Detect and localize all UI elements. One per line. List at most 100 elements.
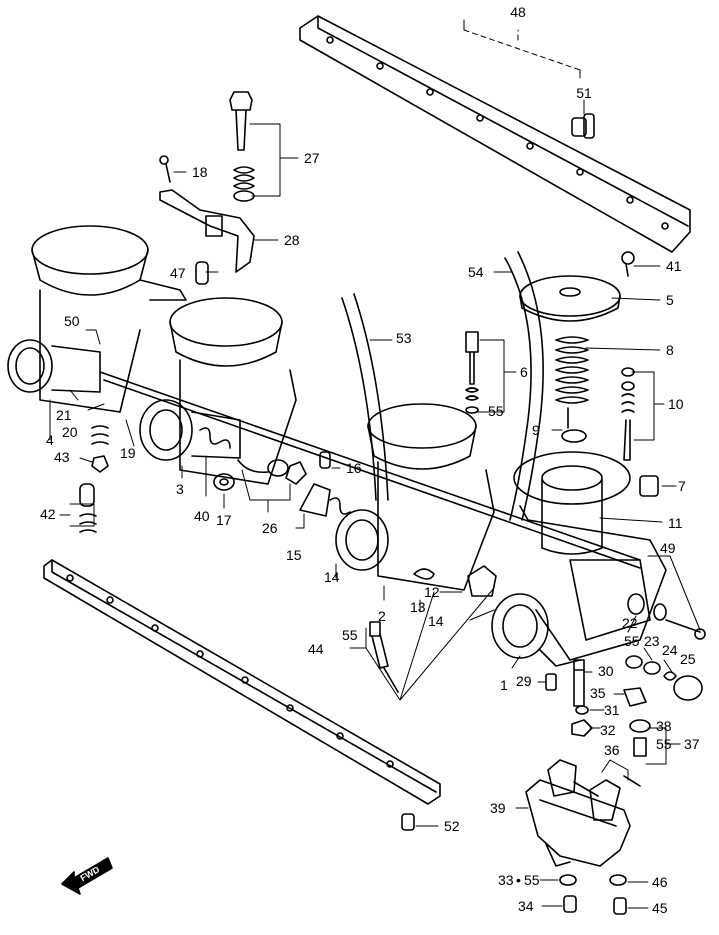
- callout-44: 44: [308, 641, 324, 657]
- callout-51: 51: [576, 85, 592, 101]
- callout-6: 6: [520, 364, 528, 380]
- callout-41: 41: [666, 258, 682, 274]
- callout-19: 19: [120, 445, 136, 461]
- screw-52: [401, 813, 415, 831]
- carburetor-body-3: [139, 297, 297, 485]
- callout-25: 25: [680, 651, 696, 667]
- fuel-fitting-44: [369, 621, 399, 693]
- callout-32: 32: [600, 722, 616, 738]
- carburetor-body-2: [335, 403, 495, 591]
- callout-9: 9: [532, 422, 540, 438]
- jet-parts-35: [623, 687, 647, 707]
- callout-36: 36: [604, 742, 620, 758]
- callout-28: 28: [284, 232, 300, 248]
- callout-45: 45: [652, 900, 668, 916]
- callout-49: 49: [660, 540, 676, 556]
- spring-40: [199, 427, 231, 449]
- callout-33-dot: •: [516, 872, 521, 888]
- callout-4: 4: [46, 432, 54, 448]
- forward-arrow-icon: [61, 857, 113, 895]
- callout-13: 13: [410, 599, 426, 615]
- callout-17: 17: [216, 512, 232, 528]
- callout-21: 21: [56, 407, 72, 423]
- vent-tube-54: [504, 251, 544, 521]
- pin-47: [195, 261, 209, 285]
- piston-diaphragm-11: [513, 451, 631, 555]
- callout-53: 53: [396, 330, 412, 346]
- callout-16: 16: [346, 460, 362, 476]
- callout-2: 2: [378, 608, 386, 624]
- link-13: [413, 568, 435, 580]
- washer-17: [213, 473, 235, 491]
- callout-1: 1: [500, 677, 508, 693]
- callout-34: 34: [518, 898, 534, 914]
- throttle-stop-15: [299, 483, 351, 517]
- callout-12: 12: [424, 584, 440, 600]
- float-36: [547, 759, 641, 821]
- callout-55-a: 55: [488, 403, 504, 419]
- bracket-28: [159, 189, 255, 273]
- float-bowl-39: [525, 779, 631, 867]
- screw-51: [571, 113, 595, 139]
- washer-23-24: [625, 655, 677, 681]
- callout-29: 29: [516, 673, 532, 689]
- spring-43: [91, 425, 109, 473]
- callout-31: 31: [604, 702, 620, 718]
- callout-15: 15: [286, 547, 302, 563]
- callout-47: 47: [170, 265, 186, 281]
- callout-5: 5: [666, 292, 674, 308]
- throttle-shaft: [99, 371, 641, 569]
- callout-55-d: 55: [656, 736, 672, 752]
- callout-54: 54: [468, 264, 484, 280]
- spring-42: [79, 483, 97, 533]
- callout-27: 27: [304, 150, 320, 166]
- jet-29: [545, 673, 557, 691]
- callout-55-c: 55: [342, 627, 358, 643]
- callout-43: 43: [54, 449, 70, 465]
- callout-39: 39: [490, 800, 506, 816]
- callout-48: 48: [510, 4, 526, 20]
- washer-33: [559, 874, 577, 886]
- spring-8: [555, 336, 589, 404]
- callout-46: 46: [652, 874, 668, 890]
- callout-26: 26: [262, 520, 278, 536]
- float-valve-38: [629, 719, 651, 757]
- callout-33: 33: [498, 872, 514, 888]
- link-parts-26: [237, 459, 307, 485]
- callout-23: 23: [644, 633, 660, 649]
- callout-7: 7: [678, 478, 686, 494]
- callout-11: 11: [668, 515, 683, 531]
- lower-gasket-strip: [43, 559, 441, 805]
- screw-34: [563, 895, 577, 913]
- carburetor-body-4: [7, 225, 187, 413]
- jet-needle-9: [561, 407, 587, 443]
- callout-30: 30: [598, 663, 614, 679]
- top-cover-5: [519, 275, 621, 322]
- callout-35: 35: [590, 685, 606, 701]
- callout-18: 18: [192, 164, 208, 180]
- nut-32: [571, 719, 593, 737]
- callout-24: 24: [662, 642, 678, 658]
- cap-25: [673, 675, 703, 701]
- upper-gasket-strip: [299, 15, 691, 253]
- callout-14-b: 14: [428, 613, 444, 629]
- link-parts-16: [319, 451, 331, 469]
- callout-3: 3: [176, 481, 184, 497]
- callout-42: 42: [40, 506, 56, 522]
- pilot-screw-6: [465, 331, 479, 414]
- carburetor-body-1: [491, 505, 667, 667]
- callout-52: 52: [444, 818, 460, 834]
- vent-tube-53: [341, 293, 389, 501]
- leader-lines: [49, 19, 701, 909]
- screw-45: [613, 897, 627, 915]
- callout-40: 40: [194, 508, 210, 524]
- callout-55-b: 55: [624, 633, 640, 649]
- screw-41: [621, 251, 635, 277]
- callout-55-e: 55: [524, 872, 540, 888]
- callout-10: 10: [668, 396, 684, 412]
- callout-22: 22: [622, 615, 638, 631]
- plug-7: [639, 475, 659, 497]
- plug-31: [575, 705, 589, 715]
